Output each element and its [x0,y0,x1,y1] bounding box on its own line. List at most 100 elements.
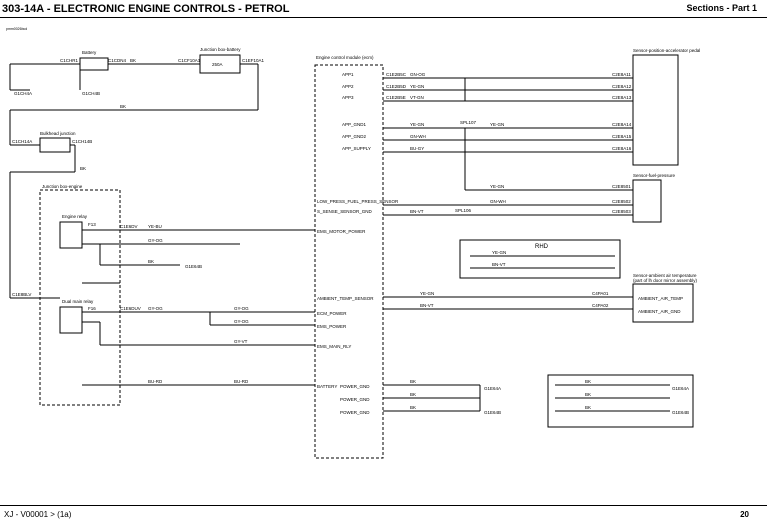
wire-bk-6: BK [410,392,416,397]
wire-bk-4: BK [148,259,154,264]
splice-1: SPL107 [460,120,477,125]
sig-power-gnd2: POWER_GND [340,397,370,402]
doc-reference: pmm0026bcd [6,27,28,31]
wire-bn-vt-rhd: BN-VT [492,262,506,267]
app-sensor-label: Sensor-position-accelerator pedal [633,48,700,53]
rhd-label: RHD [535,244,549,250]
sig-dual-supply: EMS_MAIN_RLY [317,344,351,349]
wire-ye-gn-5: YE-GN [420,291,434,296]
wire-bu-gy: BU-GY [410,146,424,151]
bulkhead-box [39,137,71,153]
app-sensor-box [632,54,679,166]
wire-ye-gn-3: YE-GN [490,122,504,127]
wire-gy-vt: GY-VT [234,339,248,344]
wire-bk-8: BK [585,379,591,384]
footer-model: XJ - V00001 > (1a) [4,510,71,519]
conn-app-pin6: C2E8A16 [612,146,632,151]
conn-amb-pin2: C4PA02 [592,303,609,308]
wire-gy-og-3: GY-OG [234,306,249,311]
sig-power-gnd1: POWER_GND [340,384,370,389]
wire-bu-rd-2: BU-RD [234,379,249,384]
sig-app-gnd2: APP_GND2 [342,134,367,139]
wire-ye-gn-4: YE-GN [490,184,504,189]
conn-ecm-app1: C1E2B5C [386,72,407,77]
footer-version: - V00001 > (1a) [15,510,72,519]
fuel-sensor-label: Sensor-fuel-pressure [633,173,676,178]
wire-bu-rd: BU-RD [148,379,163,384]
ecm-outline [314,64,384,459]
wire-vt-gn: VT-GN [410,95,424,100]
conn-batt-left: C1CHR1 [60,58,79,63]
ground-box [547,374,694,428]
wire-bk-1: BK [130,58,136,63]
sig-app-gnd1: APP_GND1 [342,122,367,127]
wire-bk-9: BK [585,392,591,397]
wire-ye-bu: YE-BU [148,224,162,229]
sig-ambient-air: AMBIENT_AIR_TEMP [638,296,683,301]
conn-ecm-app2: C1E2B5D [386,84,407,89]
sig-app2: APP2 [342,84,354,89]
sig-fuel-gnd: S_SENSE_SENSOR_GND [317,209,373,214]
wire-ye-gn-rhd: YE-GN [492,250,506,255]
wire-gn-wh: GN-WH [410,134,426,139]
conn-bk-jc2: C1CH14B [72,139,92,144]
page-number: 20 [740,510,749,519]
sig-app1: APP1 [342,72,354,77]
wire-gy-og-2: GY-OG [148,306,163,311]
conn-app-pin4: C2E8A14 [612,122,632,127]
wire-gy-og-4: GY-OG [234,319,249,324]
conn-jb-left: C1CF10A1 [178,58,201,63]
wire-bk-7: BK [410,405,416,410]
conn-app-pin1: C2E8A11 [612,72,631,77]
conn-app-pin5: C2E8A15 [612,134,632,139]
conn-ecm-app3: C1E2B5E [386,95,406,100]
page-title: 303-14A - ELECTRONIC ENGINE CONTROLS - P… [2,3,290,15]
fuse-dual: F16 [88,306,96,311]
wire-gn-wh-2: GN-WH [490,199,506,204]
conn-app-pin3: C2E8A13 [612,95,632,100]
battery-label: Battery [82,50,97,55]
ground-g7: G1E64B [672,410,689,415]
sig-ems-power: EMS_POWER [317,324,347,329]
engine-relay-symbol [59,221,83,249]
conn-fuel-pin3: C2E8503 [612,209,631,214]
wire-bk-3: BK [80,166,86,171]
dual-relay-label: Dual main relay [62,299,94,304]
ambient-sensor-sub: (part of lh door mirror assembly) [633,278,698,283]
ambient-sensor-box [632,283,694,323]
ground-g6: G1E64A [672,386,689,391]
fuel-sensor-box [632,179,662,223]
wire-ye-gn: YE-GN [410,84,424,89]
bulkhead-label: Bulkhead junction [40,131,76,136]
sig-low-fuel: LOW_PRESS_FUEL_PRESS_SENSOR [317,199,399,204]
wire-gy-og: GY-OG [148,238,163,243]
wire-ye-gn-2: YE-GN [410,122,424,127]
conn-app-pin2: C2E8A12 [612,84,632,89]
ecm-label: Engine control module (ecm) [316,55,374,60]
sig-ecm-power: ECM_POWER [317,311,347,316]
rhd-box [459,239,621,279]
ground-g3: G1E64B [185,264,202,269]
sig-app-supply: APP_SUPPLY [342,146,371,151]
sig-power-gnd3: POWER_GND [340,410,370,415]
sig-ambient-gnd: AMBIENT_AIR_GND [638,309,681,314]
conn-amb-pin1: C4PA01 [592,291,609,296]
wire-bk-2: BK [120,104,126,109]
sig-app3: APP3 [342,95,354,100]
battery-symbol [79,57,109,71]
ground-g2: G1CH4B [82,91,100,96]
conn-relay: C1E6DV [120,224,138,229]
sig-ambient: AMBIENT_TEMP_SENSOR [317,296,374,301]
footer-model-name: XJ [4,510,14,519]
ground-g4: G1E64A [484,386,501,391]
ground-g5: G1E64B [484,410,501,415]
ambient-sensor-label: Sensor-ambient air temperature [633,273,697,278]
jbox-battery-label: Junction box-battery [200,47,241,52]
footer-rule [0,505,767,506]
conn-batt-right: C1CDN4 [108,58,127,63]
sig-eng-relay: EMS_MOTOR_POWER [317,229,366,234]
splice-2: SPL106 [455,208,472,213]
conn-eng-left: C1E8BLV [12,292,31,297]
conn-fuel-pin1: C2E8501 [612,184,631,189]
